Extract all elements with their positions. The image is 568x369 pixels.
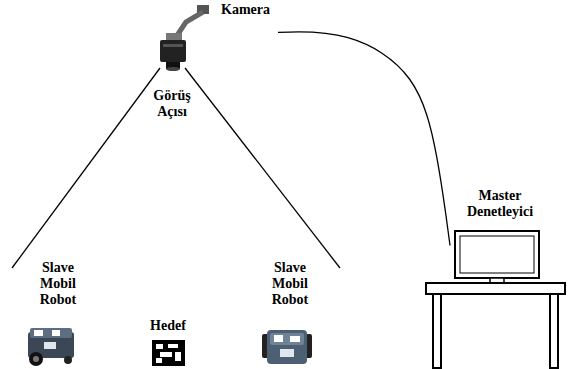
cable-line: [278, 32, 450, 246]
robot-symbol: [28, 328, 74, 366]
camera-symbol: [160, 5, 209, 71]
node-text: Master Denetleyici: [467, 188, 533, 220]
computer-desk: [426, 231, 565, 368]
node-text: Slave Mobil Robot: [40, 260, 77, 308]
node-text: Kamera: [221, 2, 278, 18]
robot-symbol: [262, 330, 312, 364]
robot-label: Slave Mobil Robot: [36, 258, 81, 310]
camera-label: Kamera: [155, 0, 278, 72]
target-marker: [152, 340, 185, 366]
controller-label: Master Denetleyici: [450, 186, 550, 282]
node-text: Slave Mobil Robot: [272, 260, 309, 308]
node-text: Hedef: [146, 318, 190, 334]
view-line: [185, 68, 340, 268]
robot-label: Slave Mobil Robot: [268, 258, 313, 310]
target-label: Hedef: [146, 316, 190, 336]
view-angle-label: Görüş Açısı: [153, 88, 190, 120]
view-line: [12, 68, 160, 268]
